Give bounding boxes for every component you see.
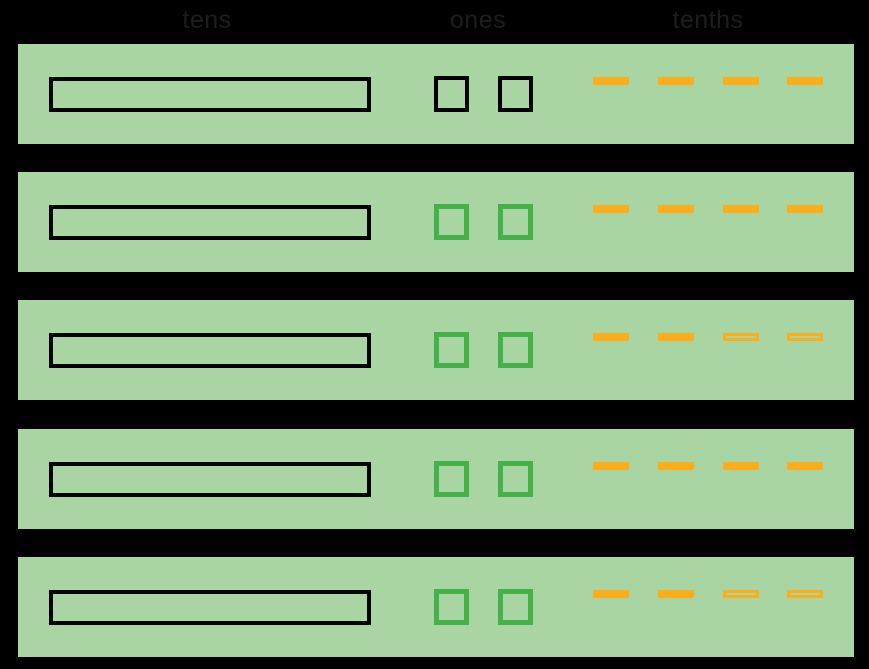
ones-unit[interactable] xyxy=(498,589,533,625)
tenths-dash-hollow[interactable] xyxy=(723,333,759,341)
tenths-dash[interactable] xyxy=(723,462,759,470)
tenths-dash[interactable] xyxy=(658,205,694,213)
ones-unit[interactable] xyxy=(498,461,533,497)
tens-rod[interactable] xyxy=(49,590,371,625)
place-value-row xyxy=(18,44,854,144)
ones-unit[interactable] xyxy=(434,589,469,625)
tenths-dash[interactable] xyxy=(593,77,629,85)
tenths-dash[interactable] xyxy=(658,462,694,470)
tenths-dash[interactable] xyxy=(723,77,759,85)
tenths-dash[interactable] xyxy=(723,205,759,213)
tenths-dash[interactable] xyxy=(593,590,629,598)
ones-unit[interactable] xyxy=(498,76,533,112)
tenths-dash[interactable] xyxy=(593,205,629,213)
ones-unit[interactable] xyxy=(498,332,533,368)
ones-unit[interactable] xyxy=(434,332,469,368)
place-value-row xyxy=(18,557,854,657)
tens-rod[interactable] xyxy=(49,205,371,240)
tenths-dash[interactable] xyxy=(658,590,694,598)
ones-unit[interactable] xyxy=(434,204,469,240)
tenths-dash-hollow[interactable] xyxy=(787,333,823,341)
place-value-row xyxy=(18,300,854,400)
ones-unit[interactable] xyxy=(434,461,469,497)
column-label-ones: ones xyxy=(449,6,507,34)
tenths-dash-hollow[interactable] xyxy=(723,590,759,598)
tenths-dash[interactable] xyxy=(787,77,823,85)
tens-rod[interactable] xyxy=(49,333,371,368)
ones-unit[interactable] xyxy=(498,204,533,240)
place-value-row xyxy=(18,429,854,529)
tenths-dash[interactable] xyxy=(658,77,694,85)
tenths-dash[interactable] xyxy=(787,205,823,213)
column-label-tenths: tenths xyxy=(672,6,744,34)
tenths-dash[interactable] xyxy=(658,333,694,341)
tenths-dash[interactable] xyxy=(593,333,629,341)
tenths-dash[interactable] xyxy=(593,462,629,470)
tens-rod[interactable] xyxy=(49,77,371,112)
tenths-dash-hollow[interactable] xyxy=(787,590,823,598)
tens-rod[interactable] xyxy=(49,462,371,497)
tenths-dash[interactable] xyxy=(787,462,823,470)
place-value-row xyxy=(18,172,854,272)
column-label-tens: tens xyxy=(182,6,232,34)
ones-unit[interactable] xyxy=(434,76,469,112)
